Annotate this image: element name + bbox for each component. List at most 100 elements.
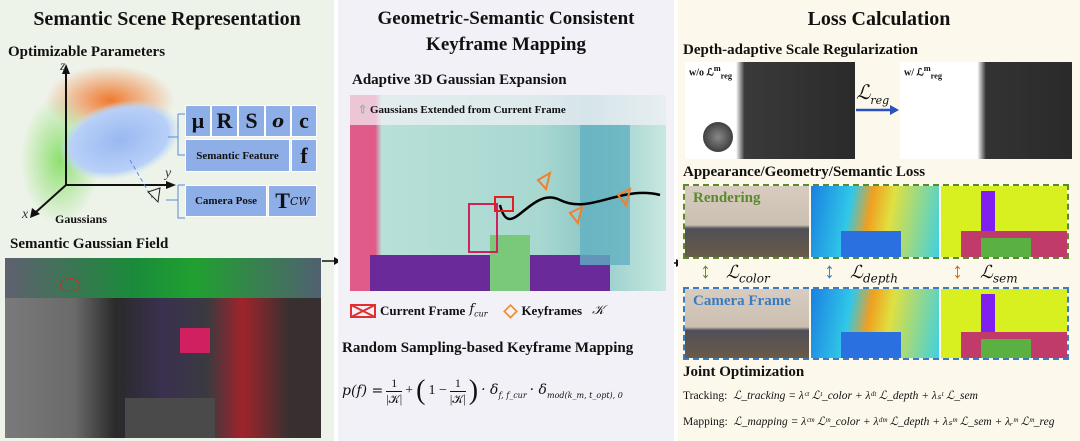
camera-pose-t: T xyxy=(275,188,290,213)
delta2-sym: · δ xyxy=(529,382,547,399)
with-reg-image: w/ ℒmreg xyxy=(900,62,1072,159)
without-reg-label: w/o ℒmreg xyxy=(689,64,732,80)
panel-title-line1: Geometric-Semantic Consistent xyxy=(377,8,635,29)
rendering-label: Rendering xyxy=(693,190,761,206)
current-frame-label: Current Frame xyxy=(380,302,466,318)
loss-depth-sym: ℒ xyxy=(850,262,863,283)
delta1: · δf, f_cur xyxy=(481,382,527,400)
gaussians-axes-figure: z y x xyxy=(20,60,185,225)
expansion-heading: Adaptive 3D Gaussian Expansion xyxy=(352,72,567,88)
rendering-depth-image xyxy=(811,186,939,257)
semantic-scene-panel: Semantic Scene Representation Optimizabl… xyxy=(0,0,334,441)
axis-x-label: x xyxy=(21,207,29,222)
blue-gaussian xyxy=(59,99,181,181)
frac-num: 1 xyxy=(391,375,398,390)
w-sub: reg xyxy=(930,71,943,81)
arrow-right-icon xyxy=(322,257,341,265)
mapping-equation: Mapping: ℒ_mapping = λᶜᵐ ℒᵐ_color + λᵈᵐ … xyxy=(683,414,1054,428)
axis-y-label: y xyxy=(163,166,172,181)
keyframe-icon xyxy=(536,170,552,192)
without-reg-image: w/o ℒmreg xyxy=(685,62,855,159)
loss-color: ℒcolor xyxy=(726,262,770,286)
loss-sem-sub: sem xyxy=(992,271,1018,286)
camera-color-image xyxy=(685,289,809,358)
formula-fraction: 1|𝒦| xyxy=(386,375,403,407)
gaussians-extended-legend: ⇧ Gaussians Extended from Current Frame xyxy=(358,103,566,116)
delta2-sub: mod(k_m, t_opt), 0 xyxy=(547,390,623,400)
camera-frame-label: Camera Frame xyxy=(693,293,791,309)
keyframes-symbol: 𝒦 xyxy=(592,303,605,318)
paren: ( xyxy=(416,375,426,406)
reg-arrow-label: ℒreg xyxy=(856,80,889,107)
semantic-feature-label: Semantic Feature xyxy=(185,139,290,172)
param-o: o xyxy=(265,105,291,137)
camera-semantic-image xyxy=(941,289,1067,358)
keyframes-label: Keyframes xyxy=(521,302,583,318)
keyframe-icon xyxy=(616,187,632,208)
camera-trajectory xyxy=(494,170,661,226)
tracking-equation: Tracking: ℒ_tracking = λᶜᵗ ℒᵗ_color + λᵈ… xyxy=(683,388,978,402)
delta1-sub: f, f_cur xyxy=(498,390,527,400)
mapping-label: Mapping: xyxy=(683,416,728,428)
wo-sup: m xyxy=(713,64,721,73)
delta1-sym: · δ xyxy=(481,382,499,399)
rendering-color-image xyxy=(685,186,809,257)
sampling-formula: p(f) = 1|𝒦| + (1 − 1|𝒦| ) · δf, f_cur · … xyxy=(342,375,623,407)
camera-depth-image xyxy=(811,289,939,358)
param-r: R xyxy=(211,105,238,137)
formula-one: 1 − xyxy=(428,383,447,398)
optimizable-parameters-heading: Optimizable Parameters xyxy=(8,44,166,60)
wo-sub: reg xyxy=(720,71,733,81)
semantic-gaussian-field-heading: Semantic Gaussian Field xyxy=(10,236,169,252)
reg-arrow-icon xyxy=(856,105,899,115)
sampling-heading: Random Sampling-based Keyframe Mapping xyxy=(342,340,634,356)
loss-calculation-panel: Loss Calculation Depth-adaptive Scale Re… xyxy=(678,0,1080,441)
param-c: c xyxy=(291,105,317,137)
frac-num: 1 xyxy=(454,375,461,390)
loss-sem-sym: ℒ xyxy=(980,262,993,283)
up-arrow-icon: ⇧ xyxy=(358,104,370,116)
formula-lhs: p(f) = xyxy=(342,383,384,399)
semantic-gaussian-field-image xyxy=(5,258,321,438)
panel-title-line2: Keyframe Mapping xyxy=(426,34,586,55)
frac-den: |𝒦| xyxy=(386,390,403,406)
loss-sem: ℒsem xyxy=(980,262,1018,286)
double-arrow-icon: ↕ xyxy=(700,258,711,283)
camera-frame-row: Camera Frame xyxy=(683,287,1069,360)
tracking-formula: ℒ_tracking = λᶜᵗ ℒᵗ_color + λᵈᵗ ℒ_depth … xyxy=(733,390,978,402)
keyframe-icon xyxy=(568,205,584,226)
double-arrow-icon: ↕ xyxy=(952,258,963,283)
formula-fraction: 1|𝒦| xyxy=(449,375,466,407)
axis-z-label: z xyxy=(59,60,66,74)
semantic-feature-symbol: f xyxy=(291,139,317,172)
keyframe-icon: ◇ xyxy=(503,300,518,320)
formula-plus: + xyxy=(405,383,414,398)
fcur-f: f xyxy=(469,302,475,318)
param-mu: μ xyxy=(185,105,211,137)
with-reg-label: w/ ℒmreg xyxy=(904,64,942,80)
panel-title: Semantic Scene Representation xyxy=(33,8,301,30)
regularization-heading: Depth-adaptive Scale Regularization xyxy=(683,42,918,58)
reg-arrow-sub: reg xyxy=(870,94,890,107)
tracking-label: Tracking: xyxy=(683,390,728,402)
fcur-sub: cur xyxy=(474,309,488,319)
wo-text: w/o ℒ xyxy=(689,67,714,79)
loss-color-sub: color xyxy=(738,271,770,286)
rendering-row: Rendering xyxy=(683,184,1069,259)
loss-heading: Appearance/Geometry/Semantic Loss xyxy=(683,164,926,180)
loss-color-sym: ℒ xyxy=(726,262,739,283)
delta2: · δmod(k_m, t_opt), 0 xyxy=(530,382,623,400)
joint-optimization-heading: Joint Optimization xyxy=(683,364,805,380)
frame-legend: Current Frame fcur ◇ Keyframes 𝒦 xyxy=(350,300,604,321)
frac-den: |𝒦| xyxy=(449,390,466,406)
loss-depth-sub: depth xyxy=(862,271,898,286)
paren: ) xyxy=(468,375,479,406)
panel-title: Loss Calculation xyxy=(807,8,951,30)
camera-pose-sub: CW xyxy=(289,194,310,208)
current-frame-icon xyxy=(494,196,514,212)
rendering-semantic-image xyxy=(941,186,1067,257)
mapping-formula: ℒ_mapping = λᶜᵐ ℒᵐ_color + λᵈᵐ ℒ_depth +… xyxy=(733,416,1055,428)
expansion-scene-image xyxy=(350,95,666,291)
gaussians-label: Gaussians xyxy=(55,212,108,226)
